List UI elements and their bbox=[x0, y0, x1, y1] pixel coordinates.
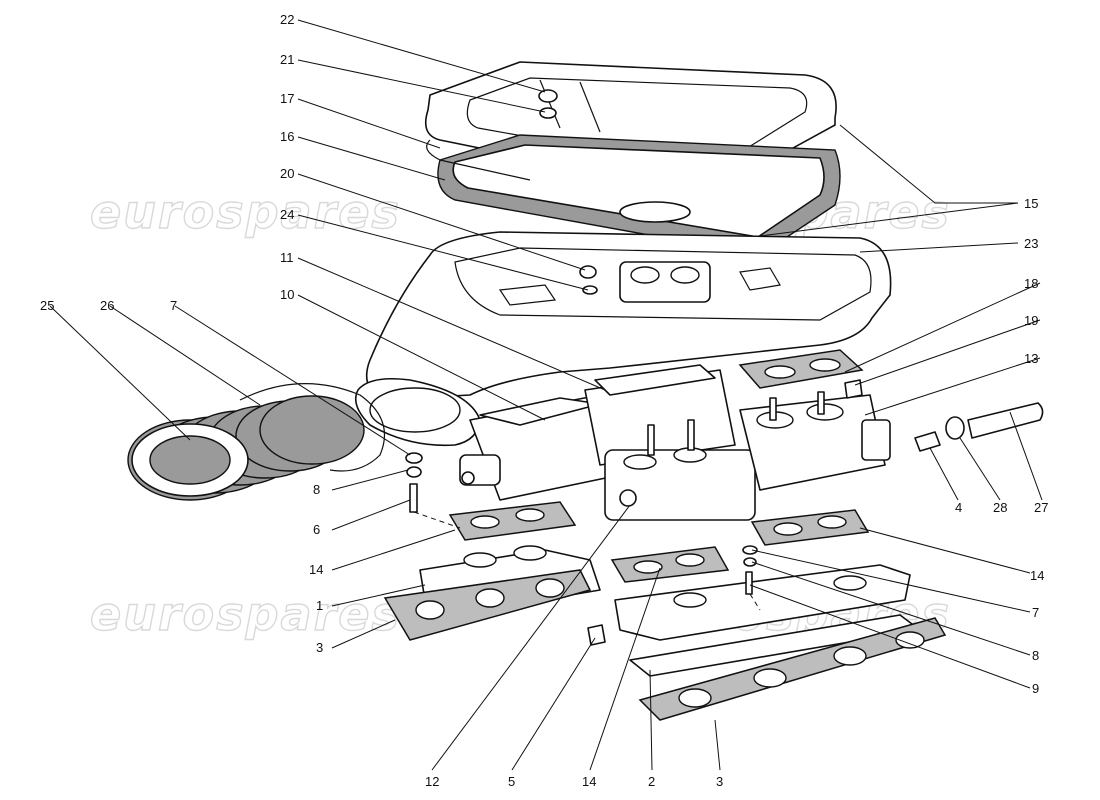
gasket-14-right bbox=[750, 509, 870, 546]
banjo-bolt-4-icon bbox=[914, 431, 941, 452]
callout-3-left: 3 bbox=[316, 640, 323, 655]
manifold-gasket-3-left bbox=[383, 569, 592, 641]
nut-20-icon bbox=[579, 265, 597, 279]
fitting-19-icon bbox=[844, 379, 863, 399]
intake-hose bbox=[127, 383, 386, 501]
callout-labels: 22 21 17 16 20 24 11 10 25 26 7 8 6 14 1… bbox=[40, 12, 1048, 789]
lid-washer-icon bbox=[539, 107, 557, 119]
callout-7-left: 7 bbox=[170, 298, 177, 313]
callout-2: 2 bbox=[648, 774, 655, 789]
callout-15: 15 bbox=[1024, 196, 1038, 211]
callout-23: 23 bbox=[1024, 236, 1038, 251]
callout-20: 20 bbox=[280, 166, 294, 181]
air-box-housing bbox=[354, 231, 892, 447]
callout-14-right: 14 bbox=[1030, 568, 1044, 583]
callout-14-left: 14 bbox=[309, 562, 323, 577]
callout-28: 28 bbox=[993, 500, 1007, 515]
callout-14-bottom: 14 bbox=[582, 774, 596, 789]
callout-16: 16 bbox=[280, 129, 294, 144]
assembly-line-right bbox=[749, 593, 761, 611]
right-fasteners bbox=[742, 545, 758, 595]
callout-17: 17 bbox=[280, 91, 294, 106]
lid-seal-17 bbox=[426, 139, 531, 181]
gasket-18 bbox=[738, 349, 864, 389]
assembly-line-left bbox=[413, 511, 461, 529]
callout-7-right: 7 bbox=[1032, 605, 1039, 620]
callout-21: 21 bbox=[280, 52, 294, 67]
callout-4: 4 bbox=[955, 500, 962, 515]
callout-26: 26 bbox=[100, 298, 114, 313]
snout-opening bbox=[369, 387, 461, 433]
banjo-28-icon bbox=[945, 416, 965, 440]
callout-25: 25 bbox=[40, 298, 54, 313]
callout-1: 1 bbox=[316, 598, 323, 613]
callout-9: 9 bbox=[1032, 681, 1039, 696]
carburettor-right bbox=[739, 391, 891, 491]
air-filter-element bbox=[437, 134, 841, 256]
filter-center-ring bbox=[619, 201, 691, 223]
washer-24-icon bbox=[582, 285, 598, 295]
carburettor-left bbox=[459, 394, 621, 501]
callout-8-left: 8 bbox=[313, 482, 320, 497]
callout-24: 24 bbox=[280, 207, 294, 222]
callout-18: 18 bbox=[1024, 276, 1038, 291]
air-box-inlet-plate bbox=[619, 261, 711, 303]
lid-nut-icon bbox=[538, 89, 558, 103]
gasket-14-left bbox=[448, 501, 577, 541]
callout-6: 6 bbox=[313, 522, 320, 537]
bush-5-icon bbox=[587, 624, 606, 646]
fuel-hose-27-icon bbox=[967, 402, 1044, 439]
intake-manifold-right bbox=[614, 564, 921, 677]
leader-lines bbox=[49, 19, 1043, 771]
callout-3-bottom: 3 bbox=[716, 774, 723, 789]
fuel-fittings bbox=[914, 402, 1044, 452]
callout-13: 13 bbox=[1024, 351, 1038, 366]
carburettor-center bbox=[584, 364, 756, 521]
left-fasteners bbox=[405, 452, 423, 513]
watermark-bottom-left: eurospares bbox=[90, 587, 401, 641]
manifold-gasket-3-right bbox=[638, 617, 947, 721]
callout-12: 12 bbox=[425, 774, 439, 789]
callout-11: 11 bbox=[280, 250, 294, 265]
callout-27: 27 bbox=[1034, 500, 1048, 515]
callout-19: 19 bbox=[1024, 313, 1038, 328]
callout-10: 10 bbox=[280, 287, 294, 302]
callout-22: 22 bbox=[280, 12, 294, 27]
watermark-top-left: eurospares bbox=[90, 185, 401, 239]
gasket-14-center bbox=[610, 546, 730, 583]
callout-5: 5 bbox=[508, 774, 515, 789]
callout-8-right: 8 bbox=[1032, 648, 1039, 663]
